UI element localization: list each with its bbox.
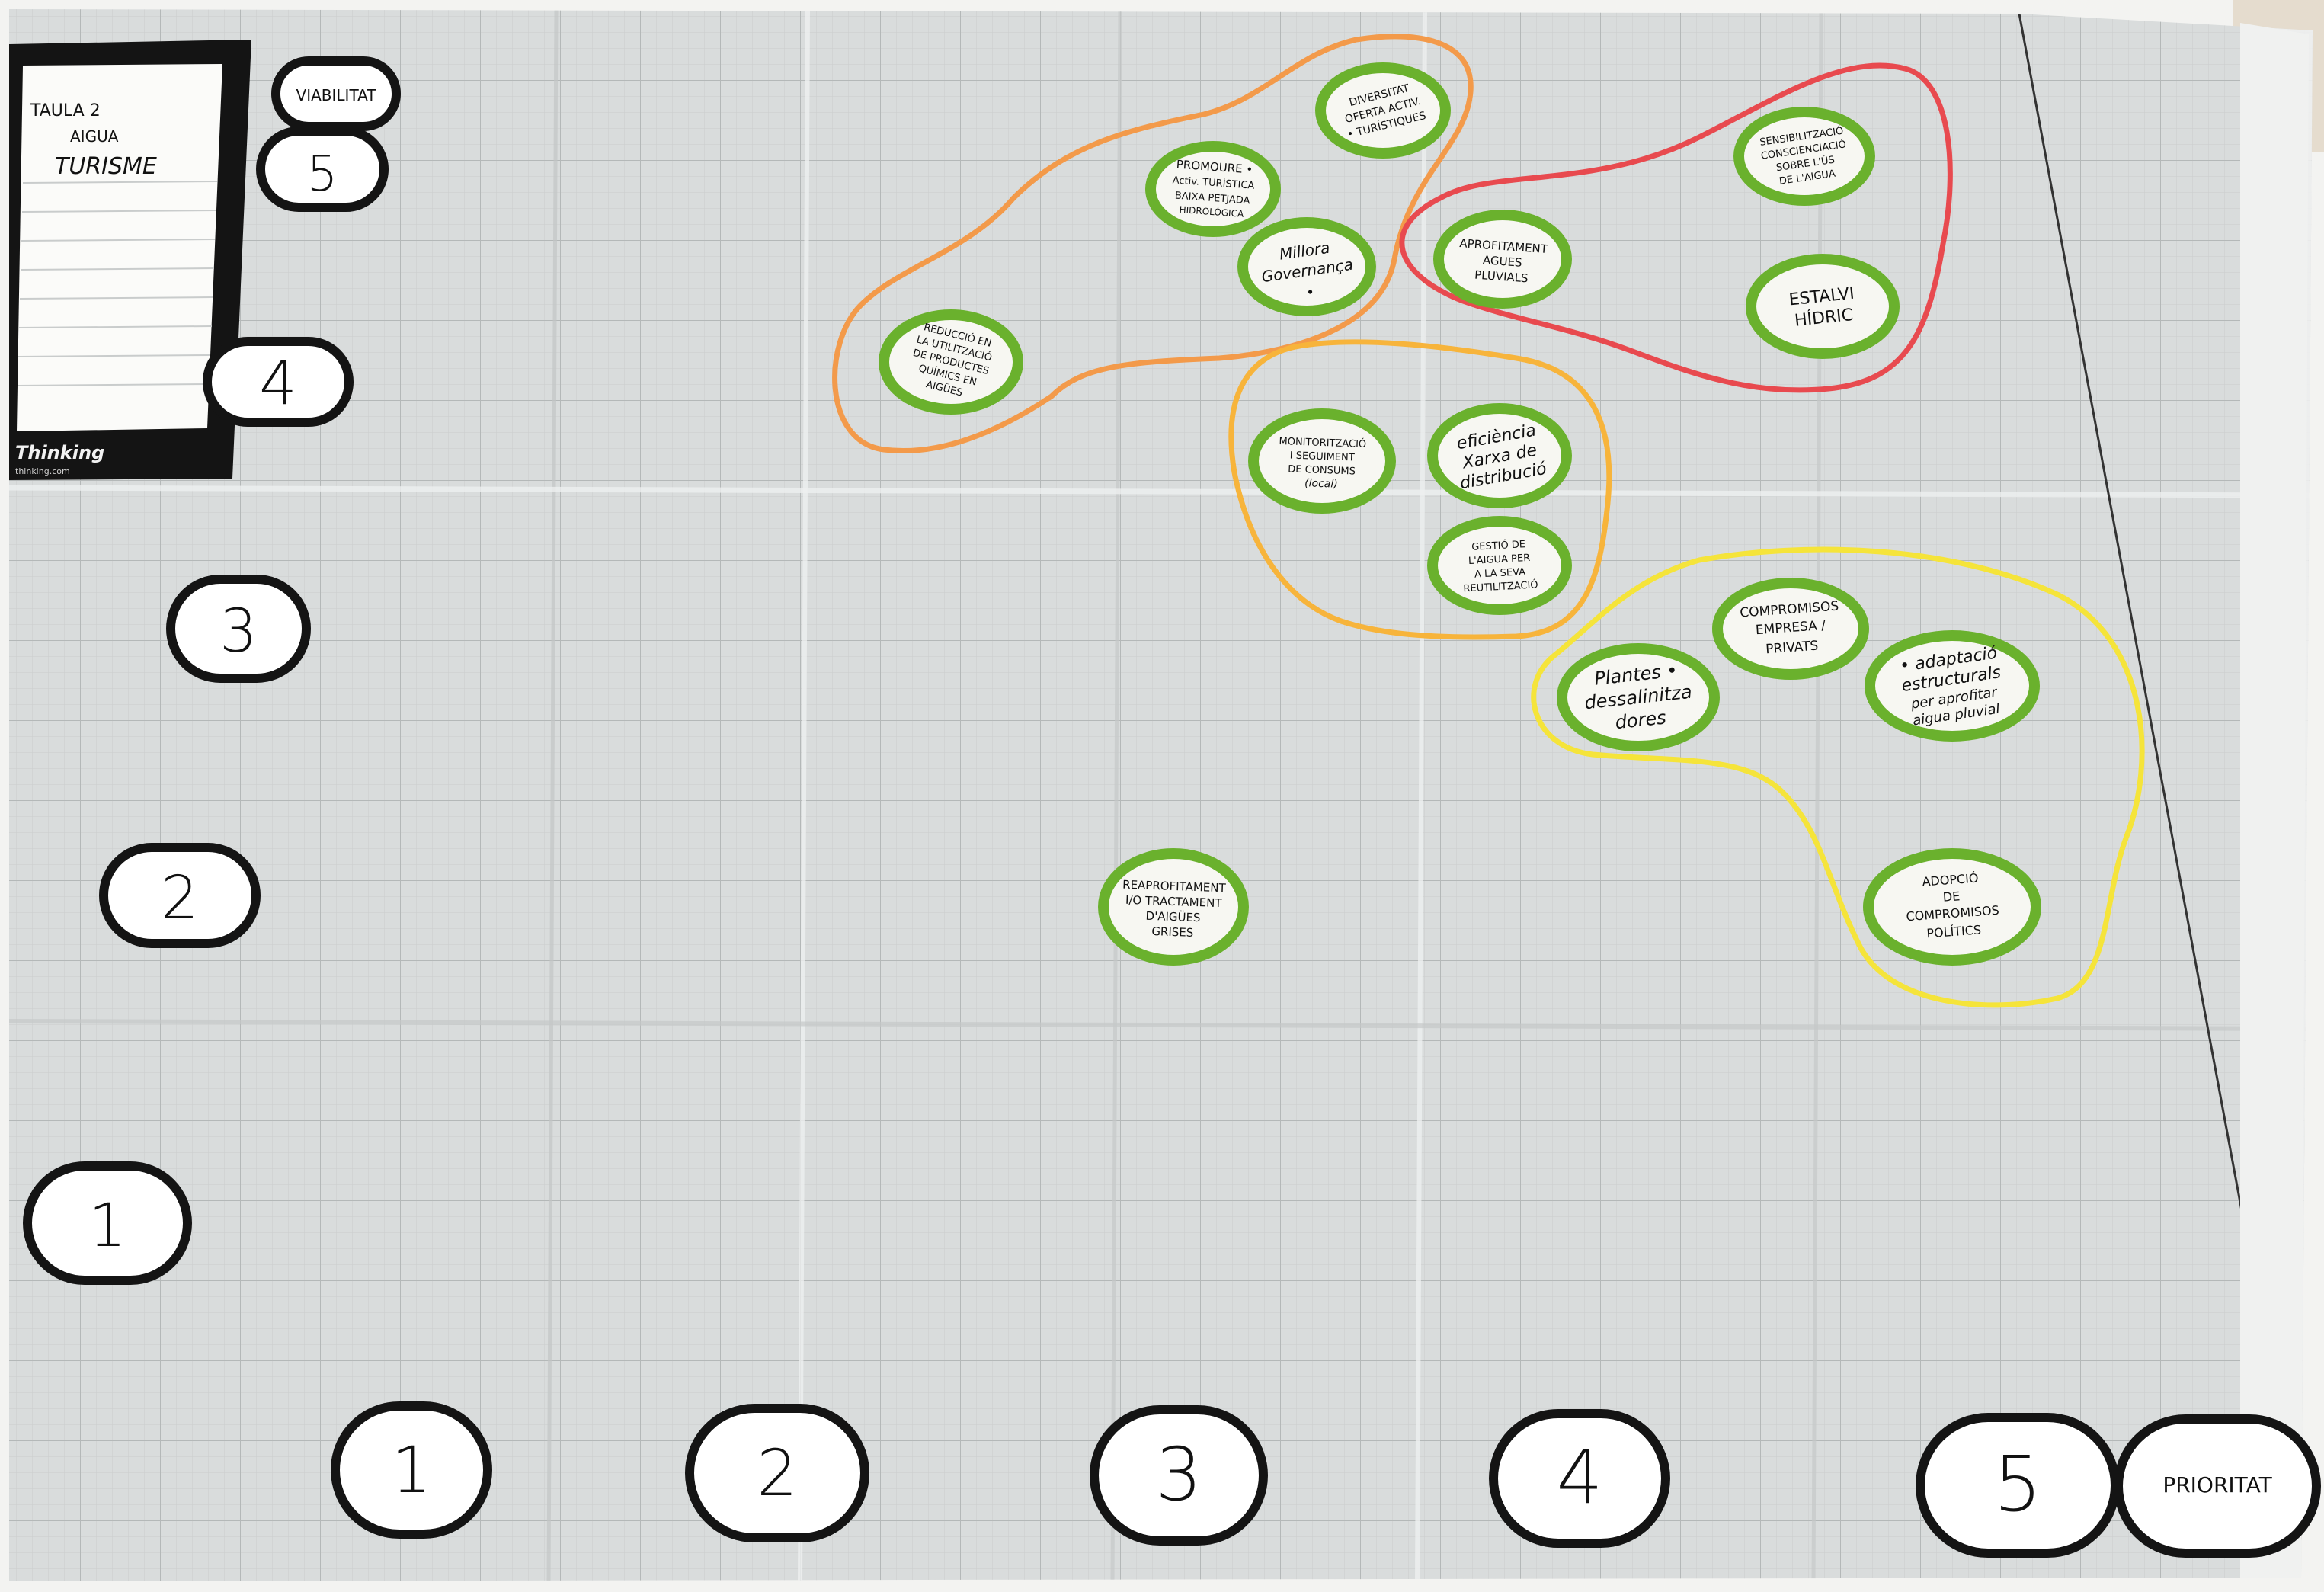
svg-text:EMPRESA /: EMPRESA / bbox=[1755, 618, 1826, 638]
sticker-adopcio bbox=[1863, 848, 2041, 966]
text-adopcio: ADOPCIÓ DE COMPROMISOS POLÍTICS bbox=[1906, 871, 1999, 941]
y-label-5: 5 bbox=[307, 146, 338, 203]
sticker-plantes bbox=[1557, 643, 1720, 751]
text-adaptacio: • adaptació estructurals per aprofitar a… bbox=[1899, 644, 2002, 729]
text-gestio: GESTIÓ DE L'AIGUA PER A LA SEVA REUTILIT… bbox=[1463, 538, 1538, 594]
x-label-1-sticker bbox=[331, 1401, 492, 1539]
sticker-millora bbox=[1237, 217, 1376, 316]
svg-text:AGUES: AGUES bbox=[1482, 253, 1522, 270]
text-estalvi: ESTALVI HÍDRIC bbox=[1788, 284, 1855, 331]
svg-text:COMPROMISOS: COMPROMISOS bbox=[1906, 903, 1999, 924]
x-label-1: 1 bbox=[391, 1433, 431, 1507]
svg-text:APROFITAMENT: APROFITAMENT bbox=[1459, 236, 1548, 256]
sticker-monitoritzacio bbox=[1248, 408, 1396, 514]
text-reaprofitament: REAPROFITAMENT I/O TRACTAMENT D'AIGÜES G… bbox=[1122, 878, 1227, 940]
sticker-compromisos-empresa bbox=[1712, 578, 1869, 680]
group-outline-yellow bbox=[1531, 546, 2145, 1008]
svg-text:HÍDRIC: HÍDRIC bbox=[1794, 305, 1854, 331]
sticker-aprofitament bbox=[1433, 210, 1572, 309]
svg-text:GRISES: GRISES bbox=[1151, 924, 1194, 940]
text-aprofitament: APROFITAMENT AGUES PLUVIALS bbox=[1459, 236, 1548, 286]
sticker-gestio bbox=[1427, 516, 1572, 615]
svg-text:POLÍTICS: POLÍTICS bbox=[1926, 922, 1982, 940]
y-label-4: 4 bbox=[259, 350, 297, 418]
svg-text:Activ. TURÍSTICA: Activ. TURÍSTICA bbox=[1172, 174, 1255, 191]
svg-text:D'AIGÜES: D'AIGÜES bbox=[1145, 908, 1201, 925]
card-brand-url: thinking.com bbox=[15, 466, 70, 476]
svg-text:PROMOURE •: PROMOURE • bbox=[1176, 158, 1253, 177]
svg-text:MONITORITZACIÓ: MONITORITZACIÓ bbox=[1279, 435, 1366, 450]
x-label-3-sticker bbox=[1090, 1405, 1268, 1546]
axis-title-x: PRIORITAT bbox=[2162, 1472, 2272, 1498]
idea-stickers bbox=[879, 62, 2041, 966]
svg-text:PRIVATS: PRIVATS bbox=[1765, 639, 1819, 658]
group-outline-orange bbox=[832, 34, 1474, 454]
svg-text:L'AIGUA PER: L'AIGUA PER bbox=[1468, 553, 1531, 567]
y-label-3-sticker bbox=[166, 575, 311, 683]
axis-title-y: VIABILITAT bbox=[296, 86, 377, 104]
text-sensibilitzacio: SENSIBILITZACIÓ CONSCIENCIACIÓ SOBRE L'Ú… bbox=[1759, 125, 1846, 187]
y-label-2: 2 bbox=[161, 864, 199, 933]
svg-text:PLUVIALS: PLUVIALS bbox=[1474, 268, 1529, 286]
sticker-texts: DIVERSITAT OFERTA ACTIV. • TURÍSTIQUES P… bbox=[911, 82, 2002, 941]
card-line2: AIGUA bbox=[70, 127, 119, 146]
svg-text:I/O TRACTAMENT: I/O TRACTAMENT bbox=[1125, 893, 1223, 910]
sticker-sensibilitzacio bbox=[1733, 107, 1875, 206]
svg-text:GESTIÓ DE: GESTIÓ DE bbox=[1471, 538, 1526, 553]
group-outline-red bbox=[1399, 62, 1953, 393]
svg-text:dores: dores bbox=[1614, 706, 1667, 733]
axis-title-x-sticker bbox=[2114, 1414, 2321, 1558]
svg-text:(local): (local) bbox=[1304, 477, 1338, 491]
x-label-5: 5 bbox=[1993, 1440, 2042, 1529]
y-label-5-sticker bbox=[256, 127, 389, 212]
svg-text:BAIXA PETJADA: BAIXA PETJADA bbox=[1174, 191, 1250, 207]
y-label-4-sticker bbox=[203, 337, 354, 427]
x-label-2: 2 bbox=[757, 1436, 797, 1510]
card-line1: TAULA 2 bbox=[30, 101, 101, 120]
text-monitoritzacio: MONITORITZACIÓ I SEGUIMENT DE CONSUMS (l… bbox=[1279, 435, 1366, 491]
svg-text:•: • bbox=[1305, 284, 1315, 301]
sticker-eficiencia bbox=[1427, 403, 1572, 508]
group-outline-amber bbox=[1228, 339, 1612, 640]
x-label-4-sticker bbox=[1489, 1409, 1670, 1548]
text-plantes: Plantes • dessalinitza dores bbox=[1583, 660, 1693, 734]
text-eficiencia: eficiència Xarxa de distribució bbox=[1455, 421, 1548, 493]
header-card bbox=[9, 40, 251, 480]
y-label-1: 1 bbox=[88, 1192, 126, 1260]
sticker-diversitat bbox=[1315, 62, 1451, 159]
x-label-3: 3 bbox=[1155, 1432, 1202, 1517]
svg-text:I SEGUIMENT: I SEGUIMENT bbox=[1289, 450, 1354, 464]
sticker-estalvi bbox=[1746, 254, 1900, 359]
svg-text:REAPROFITAMENT: REAPROFITAMENT bbox=[1122, 878, 1227, 895]
svg-text:DE CONSUMS: DE CONSUMS bbox=[1288, 463, 1356, 477]
text-compromisos-empresa: COMPROMISOS EMPRESA / PRIVATS bbox=[1740, 599, 1839, 658]
y-label-1-sticker bbox=[23, 1161, 192, 1285]
text-reduccio: REDUCCIÓ EN LA UTILITZACIÓ DE PRODUCTES … bbox=[911, 321, 993, 399]
sticker-reaprofitament bbox=[1098, 848, 1249, 966]
paper-margin bbox=[2240, 23, 2309, 1578]
svg-text:DE: DE bbox=[1942, 889, 1961, 905]
sticker-promoure bbox=[1145, 141, 1281, 237]
axis-stickers bbox=[23, 56, 2321, 1558]
x-label-2-sticker bbox=[685, 1404, 869, 1542]
svg-text:ADOPCIÓ: ADOPCIÓ bbox=[1922, 871, 1979, 889]
text-millora: Millora Governança • bbox=[1260, 239, 1354, 302]
sticker-adaptacio bbox=[1865, 630, 2040, 742]
sticker-reduccio bbox=[879, 309, 1023, 415]
card-brand: Thinking bbox=[15, 442, 104, 463]
y-label-2-sticker bbox=[99, 843, 261, 948]
card-line3: TURISME bbox=[55, 153, 157, 180]
svg-text:HIDROLÒGICA: HIDROLÒGICA bbox=[1179, 203, 1244, 219]
x-label-4: 4 bbox=[1556, 1435, 1602, 1520]
svg-text:A LA SEVA: A LA SEVA bbox=[1474, 566, 1526, 580]
text-diversitat: DIVERSITAT OFERTA ACTIV. • TURÍSTIQUES bbox=[1344, 82, 1428, 141]
y-label-3: 3 bbox=[219, 597, 258, 666]
text-promoure: PROMOURE • Activ. TURÍSTICA BAIXA PETJAD… bbox=[1172, 158, 1255, 219]
svg-text:REUTILITZACIÓ: REUTILITZACIÓ bbox=[1463, 578, 1538, 594]
